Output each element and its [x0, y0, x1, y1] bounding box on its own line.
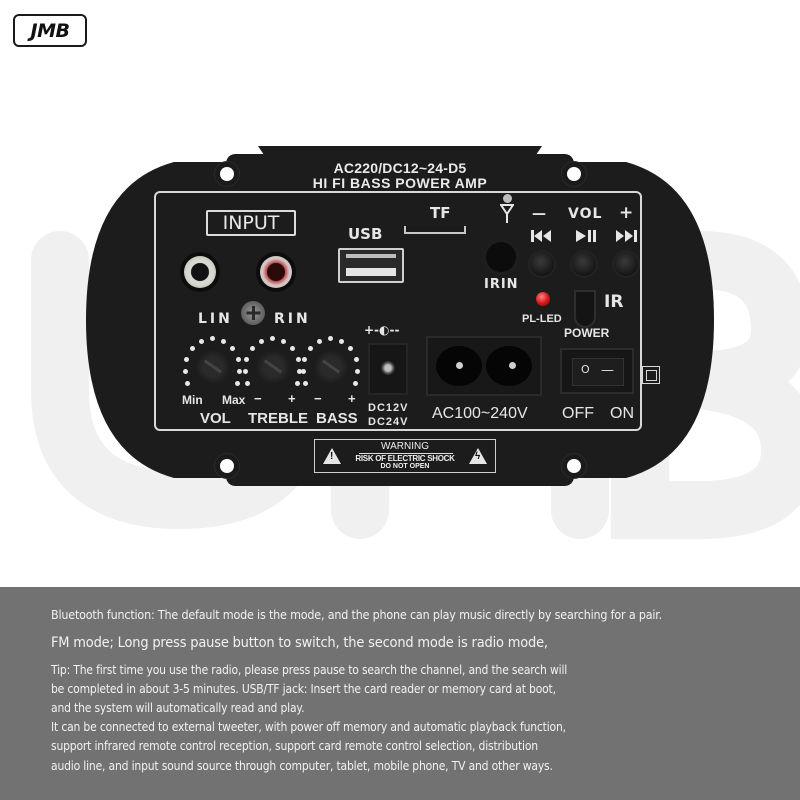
description-panel: Bluetooth function: The default mode is …	[0, 587, 800, 800]
treble-minus-label: −	[254, 391, 262, 406]
ir-label: IR	[604, 292, 624, 312]
bass-plus-label: +	[348, 391, 356, 406]
ac-power-socket[interactable]	[426, 336, 542, 396]
power-switch[interactable]: O —	[560, 348, 634, 394]
switch-off-glyph: O	[581, 363, 590, 376]
switch-off-label: OFF	[562, 405, 594, 422]
mount-hole-bottom-right	[567, 459, 581, 473]
fm-description: FM mode; Long press pause button to swit…	[51, 635, 548, 651]
dc-24v-label: DC24V	[368, 416, 409, 428]
ac-voltage-label: AC100~240V	[432, 405, 528, 422]
electric-shock-icon: ϟ	[469, 448, 487, 464]
tf-card-slot[interactable]	[404, 226, 466, 234]
play-pause-button[interactable]	[572, 252, 596, 276]
input-label: INPUT	[222, 212, 280, 234]
vol-max-label: Max	[222, 393, 246, 407]
warning-label: ! WARNING RISK OF ELECTRIC SHOCK DO NOT …	[314, 439, 496, 473]
warning-title: WARNING	[381, 441, 429, 452]
bluetooth-description: Bluetooth function: The default mode is …	[51, 608, 663, 622]
input-label-box: INPUT	[206, 210, 296, 236]
tip-line-2: be completed in about 3-5 minutes. USB/T…	[51, 682, 556, 696]
next-track-button[interactable]	[614, 252, 638, 276]
next-sign-label: +	[619, 203, 634, 223]
treble-knob[interactable]	[242, 336, 304, 398]
rca-left-input[interactable]	[180, 252, 220, 292]
treble-knob-label: TREBLE	[248, 410, 308, 427]
rca-right-label: RIN	[274, 311, 311, 327]
tf-label: TF	[430, 204, 451, 222]
next-track-icon	[616, 229, 638, 242]
tip-line-6: audio line, and input sound source throu…	[51, 759, 553, 773]
dc-12v-label: DC12V	[368, 402, 409, 414]
vol-min-label: Min	[182, 393, 203, 407]
mount-hole-top-right	[567, 167, 581, 181]
vol-knob-label: VOL	[200, 410, 231, 427]
vol-buttons-label: VOL	[568, 206, 603, 222]
power-led-indicator	[536, 292, 550, 306]
irin-label: IRIN	[484, 277, 519, 292]
rca-left-label: LIN	[198, 311, 233, 327]
bass-knob-label: BASS	[316, 410, 358, 427]
screw-icon	[241, 301, 265, 325]
double-insulation-icon	[642, 366, 660, 384]
mount-hole-bottom-left	[220, 459, 234, 473]
rca-right-input[interactable]	[256, 252, 296, 292]
dc-power-jack[interactable]	[368, 343, 408, 395]
treble-knob-cap[interactable]	[256, 350, 290, 384]
warning-line-2: DO NOT OPEN	[380, 463, 430, 470]
bass-knob[interactable]	[300, 336, 362, 398]
tip-line-1: Tip: The first time you use the radio, p…	[51, 663, 568, 677]
usb-port[interactable]	[338, 248, 404, 283]
switch-on-glyph: —	[601, 363, 614, 378]
tip-line-4: It can be connected to external tweeter,…	[51, 720, 566, 734]
mount-hole-top-left	[220, 167, 234, 181]
treble-plus-label: +	[288, 391, 296, 406]
usb-label: USB	[348, 225, 383, 243]
ir-receiver-sensor	[574, 290, 596, 328]
antenna-icon	[500, 194, 514, 224]
control-frame	[154, 191, 642, 431]
prev-sign-label: —	[532, 206, 546, 222]
panel-plate	[86, 146, 714, 486]
brand-logo: JMB	[13, 14, 87, 47]
tip-line-5: support infrared remote control receptio…	[51, 739, 538, 753]
warning-line-1: RISK OF ELECTRIC SHOCK	[355, 454, 455, 463]
previous-track-icon	[531, 229, 553, 242]
dc-polarity-symbol: +-◐--	[364, 323, 400, 337]
bass-knob-cap[interactable]	[314, 350, 348, 384]
bass-minus-label: −	[314, 391, 322, 406]
tip-line-3: and the system will automatically read a…	[51, 701, 305, 715]
vol-knob[interactable]	[182, 336, 244, 398]
pl-led-label: PL-LED	[522, 313, 562, 325]
power-switch-rocker[interactable]: O —	[572, 358, 624, 386]
switch-on-label: ON	[610, 405, 634, 422]
product-title: HI FI BASS POWER AMP	[312, 175, 488, 191]
power-label: POWER	[564, 326, 610, 340]
irin-jack[interactable]	[486, 242, 516, 272]
previous-track-button[interactable]	[530, 252, 554, 276]
vol-knob-cap[interactable]	[196, 350, 230, 384]
play-pause-icon	[576, 229, 598, 242]
amplifier-panel: AC220/DC12~24-D5 HI FI BASS POWER AMP IN…	[86, 146, 714, 494]
model-title: AC220/DC12~24-D5	[333, 160, 467, 176]
brand-logo-text: JMB	[30, 19, 70, 42]
warning-exclamation-icon: !	[323, 448, 341, 464]
